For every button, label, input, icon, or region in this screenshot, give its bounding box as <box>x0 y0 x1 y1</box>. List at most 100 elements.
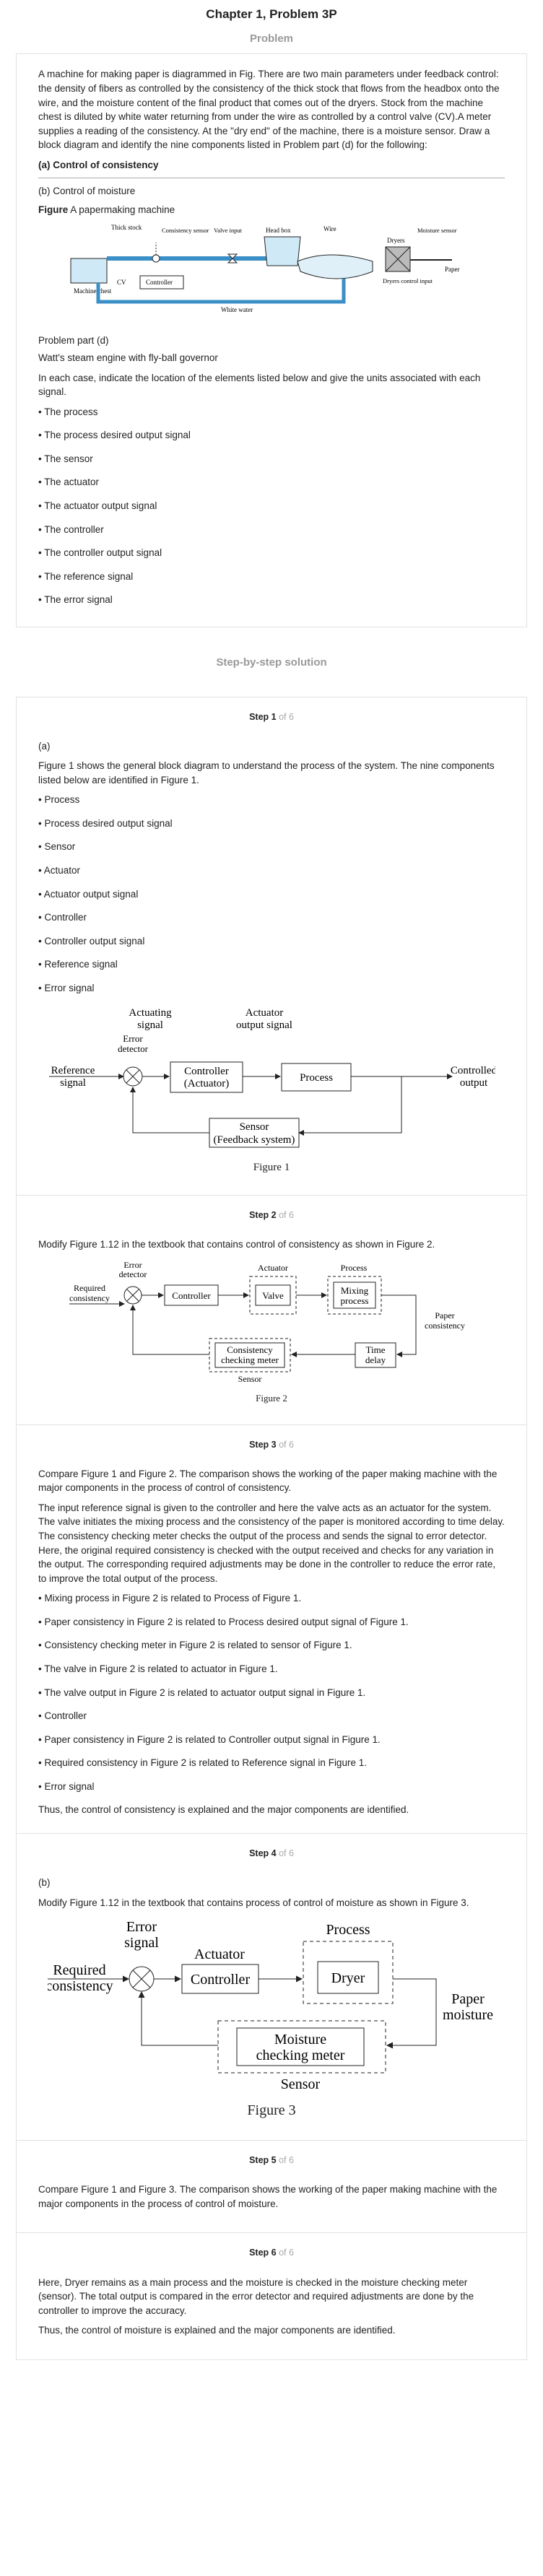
figure-1-block-diagram: Actuating signal Actuator output signal … <box>49 1007 495 1148</box>
meter-sublabel: checking meter <box>221 1354 279 1365</box>
time-delay-block <box>355 1342 396 1368</box>
label-required: Required <box>53 1962 105 1978</box>
label-paper-consistency-2: consistency <box>425 1320 465 1331</box>
output-line <box>381 1294 417 1357</box>
papermaking-machine-figure: Machine chest Thick stock Consistency se… <box>70 224 460 313</box>
label-actuator-output: Actuator <box>246 1007 283 1019</box>
figure-heading: Figure A papermaking machine <box>38 203 505 217</box>
list-item: Actuator output signal <box>38 887 505 902</box>
label-consistency-sensor: Consistency sensor <box>162 227 209 234</box>
part-label: (b) <box>38 1877 51 1889</box>
meter-sublabel: checking meter <box>256 2048 345 2063</box>
consistency-sensor-symbol <box>152 254 160 263</box>
controller-block <box>170 1061 243 1093</box>
controller-block <box>181 1964 259 1994</box>
label-cv: CV <box>117 279 126 286</box>
part-d-title: Watt's steam engine with fly-ball govern… <box>38 352 218 364</box>
controller-box <box>139 275 184 290</box>
step-2-text: Modify Figure 1.12 in the textbook that … <box>38 1239 435 1250</box>
figure-1-caption: Figure 1 <box>253 1162 290 1174</box>
controller-label: Controller <box>191 1972 251 1988</box>
list-item: Mixing process in Figure 2 is related to… <box>38 1591 505 1606</box>
list-item: Controller <box>38 910 505 925</box>
step-3-conclusion: Thus, the control of consistency is expl… <box>38 1804 409 1816</box>
figure-3-caption: Figure 3 <box>247 2102 296 2119</box>
problem-items: The process The process desired output s… <box>38 405 505 607</box>
list-item: The actuator output signal <box>38 499 505 513</box>
label-error: Error <box>123 1033 143 1044</box>
label-head-box: Head box <box>266 227 291 234</box>
step-1-intro: Figure 1 shows the general block diagram… <box>38 760 495 786</box>
label-actuating-2: signal <box>137 1019 163 1031</box>
list-item: Process desired output signal <box>38 817 505 831</box>
step-1-items: Process Process desired output signal Se… <box>38 793 505 995</box>
step-5-header: Step 5 of 6 <box>38 2154 505 2167</box>
valve-block <box>255 1284 291 1306</box>
controller-block <box>164 1284 219 1306</box>
figure-3-block-diagram: Error signal Required consistency Actuat… <box>48 1919 493 2092</box>
list-item: The sensor <box>38 452 505 466</box>
solution-heading: Step-by-step solution <box>216 656 327 669</box>
step-6-card: Step 6 of 6 Here, Dryer remains as a mai… <box>16 2233 527 2360</box>
list-item: The error signal <box>38 593 505 607</box>
list-item: Controller output signal <box>38 934 505 949</box>
step-count: of 6 <box>279 711 294 722</box>
label-reference-2: signal <box>60 1077 86 1089</box>
step-5-text: Compare Figure 1 and Figure 3. The compa… <box>38 2184 498 2209</box>
page: Chapter 1, Problem 3P Problem A machine … <box>0 6 543 2360</box>
mixing-label: Mixing <box>341 1285 369 1296</box>
steps: Step 1 of 6 (a) Figure 1 shows the gener… <box>16 696 527 2360</box>
step-1-header: Step 1 of 6 <box>38 710 505 723</box>
sensor-dashed-box <box>209 1338 291 1372</box>
controller-sublabel: (Actuator) <box>184 1078 229 1089</box>
feedback-line <box>298 1076 402 1136</box>
actuator-dashed-box <box>249 1276 297 1315</box>
label-error-2: signal <box>124 1935 159 1951</box>
summing-junction <box>129 1966 155 1992</box>
process-dashed-box <box>303 1941 394 2004</box>
step-4-header: Step 4 of 6 <box>38 1847 505 1860</box>
step-4-card: Step 4 of 6 (b) Modify Figure 1.12 in th… <box>16 1833 527 2141</box>
time-delay-label: Time <box>366 1344 386 1355</box>
sensor-dashed-box <box>217 2020 386 2074</box>
label-moisture-sensor: Moisture sensor <box>417 227 457 234</box>
list-item: Reference signal <box>38 957 505 972</box>
summing-junction <box>123 1066 143 1087</box>
process-label: Process <box>300 1072 333 1084</box>
step-6-p1: Here, Dryer remains as a main process an… <box>38 2276 474 2316</box>
feedback-line <box>130 1304 209 1355</box>
sensor-block <box>209 1118 300 1148</box>
label-required: Required <box>74 1283 105 1293</box>
dryer-label: Dryer <box>331 1970 365 1986</box>
step-count: of 6 <box>279 1210 294 1221</box>
label-paper-moisture-2: moisture <box>443 2007 493 2023</box>
head-box <box>264 236 301 266</box>
label-sensor: Sensor <box>281 2076 321 2092</box>
label-machine-chest: Machine chest <box>74 287 112 295</box>
label-wire: Wire <box>323 225 336 232</box>
step-2-header: Step 2 of 6 <box>38 1209 505 1222</box>
wire <box>297 255 373 279</box>
label-controller: Controller <box>146 279 173 286</box>
step-4-text: Modify Figure 1.12 in the textbook that … <box>38 1897 469 1908</box>
list-item: Sensor <box>38 840 505 854</box>
list-item: Actuator <box>38 863 505 878</box>
problem-card: A machine for making paper is diagrammed… <box>16 53 527 627</box>
dryer-block <box>317 1961 379 1994</box>
step-6-p2: Thus, the control of moisture is explain… <box>38 2325 396 2336</box>
list-item: The process desired output signal <box>38 428 505 443</box>
label-error: Error <box>123 1260 142 1270</box>
step-count: of 6 <box>279 1848 294 1858</box>
step-5-card: Step 5 of 6 Compare Figure 1 and Figure … <box>16 2141 527 2234</box>
step-3-card: Step 3 of 6 Compare Figure 1 and Figure … <box>16 1424 527 1834</box>
label-actuator: Actuator <box>258 1263 288 1273</box>
meter-label: Consistency <box>227 1344 273 1355</box>
step-label: Step 4 <box>249 1848 277 1858</box>
problem-heading: Problem <box>249 32 293 45</box>
part-b: (b) Control of moisture <box>38 186 136 197</box>
step-3-p2: The input reference signal is given to t… <box>38 1502 505 1584</box>
step-3-items: Mixing process in Figure 2 is related to… <box>38 1591 505 1793</box>
label-required-2: consistency <box>69 1293 110 1303</box>
sensor-label: Sensor <box>240 1121 269 1133</box>
step-3-p1: Compare Figure 1 and Figure 2. The compa… <box>38 1468 498 1494</box>
